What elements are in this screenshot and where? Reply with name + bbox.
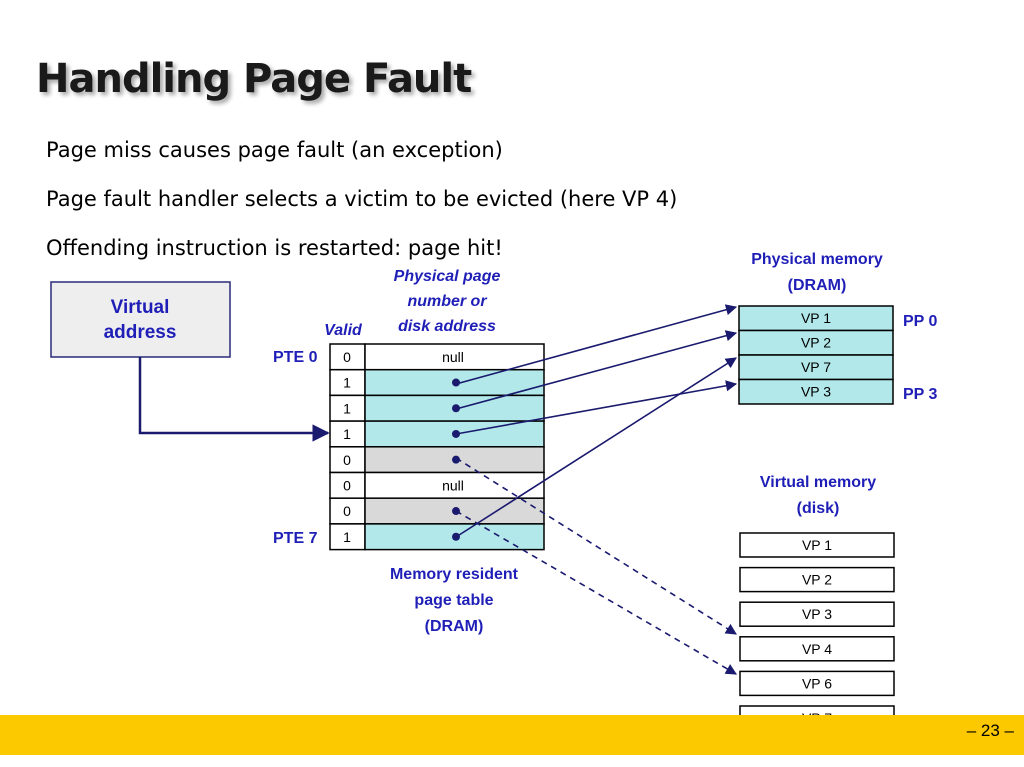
phys-page-cell	[738, 378, 894, 405]
pte-valid-bit: 0	[343, 503, 351, 519]
pte-row-6: 0	[329, 497, 545, 525]
bullet-1: Page miss causes page fault (an exceptio…	[46, 138, 503, 162]
disk-page-cell	[739, 532, 895, 558]
virtual-address-line1: Virtual	[111, 297, 170, 318]
pp-3-label: PP 3	[903, 386, 938, 403]
pte-valid-bit: 1	[343, 400, 351, 416]
disk-page-1: VP 2	[739, 566, 895, 593]
pte-valid-cell	[329, 446, 366, 474]
pointer-dot	[452, 378, 460, 387]
pte-7-label: PTE 7	[273, 530, 318, 547]
disk-page-label: VP 6	[802, 675, 832, 691]
virt-mem-title-line2: (disk)	[797, 500, 840, 517]
pte-addr-cell	[364, 343, 545, 371]
pt-caption-line1: Memory resident	[390, 566, 519, 583]
virtual-memory: VP 1VP 2VP 3VP 4VP 6VP 7	[739, 532, 895, 731]
pte-valid-bit: 0	[343, 349, 351, 365]
pte-valid-cell	[329, 394, 366, 422]
slide-title: Handling Page Fault	[36, 56, 472, 102]
pte-valid-bit: 1	[343, 529, 351, 545]
pte-row-1: 1	[329, 368, 545, 397]
disk-page-label: VP 1	[802, 537, 832, 553]
disk-page-label: VP 4	[802, 641, 832, 657]
pte-addr-value: null	[442, 349, 464, 365]
disk-page-cell	[739, 636, 895, 662]
page-table: 0 null 1 1 1 0 0 null 0 1	[329, 343, 545, 551]
disk-page-cell	[739, 670, 895, 697]
ppn-header-line1: Physical page	[394, 268, 501, 285]
arrow-pte1-to-vp1	[455, 304, 738, 385]
phys-page-cell	[738, 305, 894, 332]
pte-row-5: 0 null	[329, 471, 545, 499]
pt-caption-line3: (DRAM)	[425, 618, 484, 635]
pte-valid-bit: 1	[343, 426, 351, 442]
disk-page-0: VP 1	[739, 532, 895, 558]
phys-page-1: VP 2	[738, 329, 894, 356]
arrow-pte7-to-vp7	[455, 357, 737, 538]
pte-valid-bit: 1	[343, 375, 351, 391]
pte-row-7: 1	[329, 523, 545, 551]
bullet-3: Offending instruction is restarted: page…	[46, 236, 503, 260]
virt-mem-title-line1: Virtual memory	[760, 474, 876, 491]
pte-valid-cell	[329, 497, 366, 525]
disk-page-3: VP 4	[739, 636, 895, 662]
phys-page-0: VP 1	[738, 305, 894, 332]
arrow-pte4-to-disk-vp4	[455, 457, 737, 635]
pt-caption-line2: page table	[414, 592, 493, 609]
phys-page-label: VP 3	[801, 384, 831, 400]
pte-row-2: 1	[329, 394, 545, 422]
arrow-pte6-to-disk-vp6	[455, 510, 737, 675]
physical-memory: VP 1 VP 2 VP 7 VP 3	[738, 305, 894, 405]
pte-row-3: 1	[329, 420, 545, 448]
phys-mem-title-line2: (DRAM)	[788, 277, 847, 294]
disk-page-4: VP 6	[739, 670, 895, 697]
phys-page-label: VP 1	[801, 310, 831, 326]
pointer-dot	[452, 455, 460, 464]
phys-page-cell	[738, 329, 894, 356]
valid-header: Valid	[324, 322, 363, 339]
pte-valid-cell	[329, 343, 366, 371]
virtual-address-box	[50, 281, 231, 358]
disk-page-cell	[739, 566, 895, 593]
disk-page-label: VP 3	[802, 606, 832, 622]
disk-page-cell	[739, 601, 895, 627]
phys-page-label: VP 7	[801, 359, 831, 375]
pte-addr-value: null	[442, 478, 464, 494]
pte-0-label: PTE 0	[273, 349, 318, 366]
virtual-address-line2: address	[104, 322, 177, 343]
ppn-header-line3: disk address	[398, 318, 496, 335]
pte-valid-bit: 0	[343, 478, 351, 494]
page-number: – 23 –	[966, 721, 1014, 740]
pte-row-4: 0	[329, 446, 545, 474]
virtual-address-arrow	[138, 357, 330, 442]
bullet-2: Page fault handler selects a victim to b…	[46, 187, 678, 211]
disk-page-2: VP 3	[739, 601, 895, 627]
arrow-pte3-to-vp3	[455, 380, 738, 435]
pte-valid-bit: 0	[343, 452, 351, 468]
phys-page-label: VP 2	[801, 335, 831, 351]
pte-row-0: 0 null	[329, 343, 545, 371]
disk-page-label: VP 2	[802, 572, 832, 588]
arrow-pte2-to-vp2	[455, 330, 738, 410]
ppn-header-line2: number or	[407, 293, 487, 310]
phys-page-3: VP 3	[738, 378, 894, 405]
pte-valid-cell	[329, 523, 366, 551]
footer-bar	[0, 715, 1024, 755]
phys-mem-title-line1: Physical memory	[751, 251, 883, 268]
phys-page-2: VP 7	[738, 354, 894, 381]
pp-0-label: PP 0	[903, 313, 938, 330]
